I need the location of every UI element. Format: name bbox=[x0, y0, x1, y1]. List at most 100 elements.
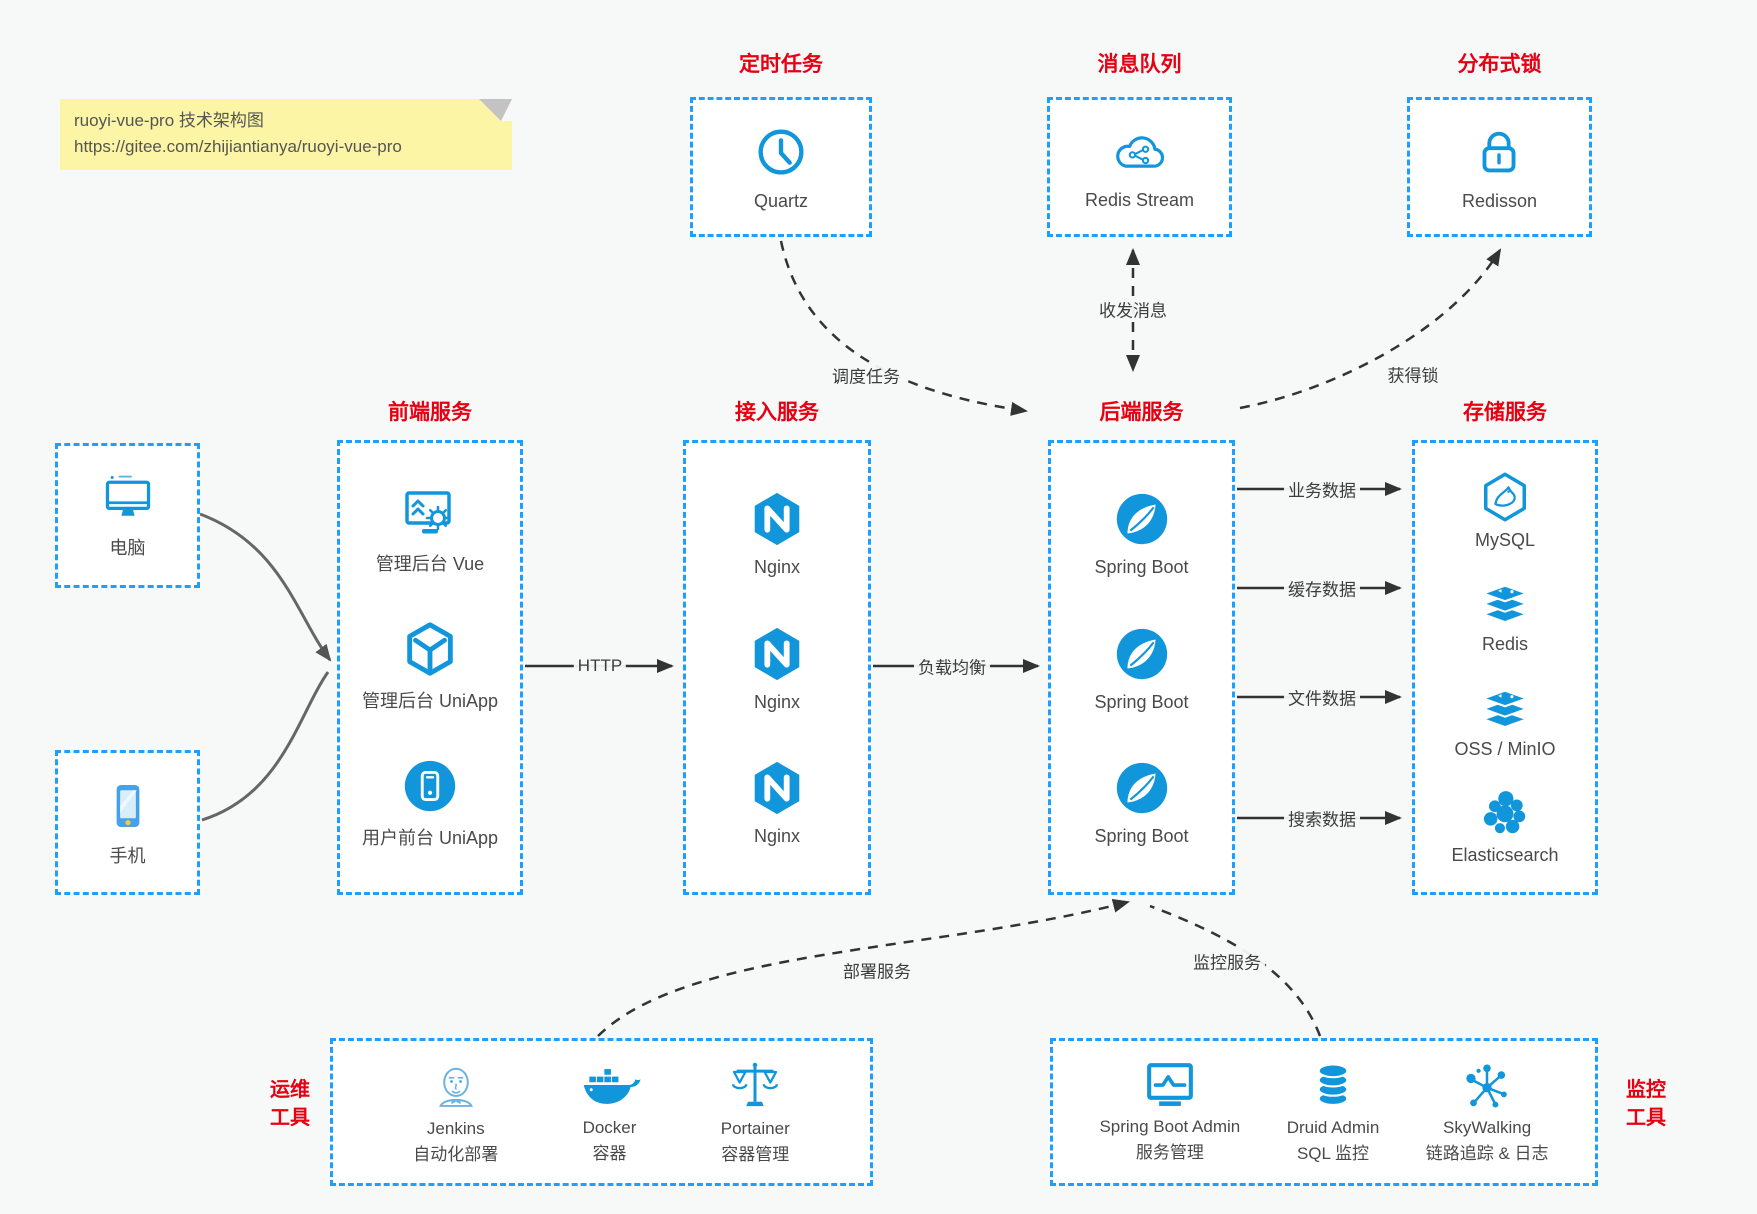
user-app-item: 用户前台 UniApp bbox=[362, 755, 498, 850]
item-label: Redis Stream bbox=[1084, 190, 1195, 210]
cloud-stream-icon bbox=[1116, 136, 1165, 168]
group-title-monitoring: 监控 工具 bbox=[1614, 1076, 1678, 1132]
spring-icon bbox=[1116, 493, 1167, 544]
storage-services-box: MySQL Redis OSS / MinIO bbox=[1412, 440, 1598, 895]
nginx-icon bbox=[754, 627, 800, 680]
scheduler-box: Quartz bbox=[690, 97, 872, 237]
group-title-gateway: 接入服务 bbox=[735, 401, 819, 424]
skywalking-item: SkyWalking 链路追踪 & 日志 bbox=[1426, 1058, 1549, 1166]
docker-item: Docker 容器 bbox=[579, 1058, 641, 1166]
edge-label-biz-data: 业务数据 bbox=[1284, 476, 1360, 502]
quartz-item: Quartz bbox=[750, 122, 812, 212]
edge-label-acquire-lock: 获得锁 bbox=[1383, 361, 1443, 387]
frontend-services-box: 管理后台 Vue 管理后台 UniApp 用户前台 UniApp bbox=[337, 440, 523, 895]
item-label: Spring Boot bbox=[1094, 556, 1189, 577]
oss-minio-item: OSS / MinIO bbox=[1454, 682, 1556, 760]
admin-vue-icon bbox=[405, 491, 451, 534]
item-label: 手机 bbox=[109, 846, 146, 866]
edge-label-deploy: 部署服务 bbox=[839, 957, 915, 983]
tool-name: Jenkins bbox=[426, 1119, 485, 1139]
mq-box: Redis Stream bbox=[1047, 97, 1232, 237]
spring-boot-admin-item: Spring Boot Admin 服务管理 bbox=[1099, 1059, 1240, 1165]
item-label: Quartz bbox=[753, 191, 809, 211]
tool-desc: 自动化部署 bbox=[413, 1145, 499, 1164]
item-label: Nginx bbox=[753, 691, 801, 712]
chart-monitor-icon bbox=[1146, 1063, 1193, 1106]
item-label: Redisson bbox=[1461, 191, 1538, 211]
item-label: Redis bbox=[1481, 634, 1529, 655]
tool-name: SkyWalking bbox=[1443, 1118, 1532, 1138]
item-label: 电脑 bbox=[109, 538, 146, 558]
monitoring-tools-box: Spring Boot Admin 服务管理 Druid Admin SQL 监… bbox=[1050, 1038, 1598, 1186]
item-label: Spring Boot bbox=[1094, 826, 1189, 847]
nginx-item: Nginx bbox=[746, 488, 808, 578]
spring-boot-item: Spring Boot bbox=[1094, 488, 1189, 578]
edge-label-http: HTTP bbox=[573, 656, 627, 676]
ops-title-line2: 工具 bbox=[270, 1107, 310, 1129]
item-label: 管理后台 UniApp bbox=[361, 691, 499, 711]
tool-name: Docker bbox=[582, 1118, 637, 1138]
portainer-item: Portainer 容器管理 bbox=[721, 1057, 790, 1167]
item-label: 用户前台 UniApp bbox=[361, 828, 499, 848]
sticky-note: ruoyi-vue-pro 技术架构图 https://gitee.com/zh… bbox=[60, 99, 512, 170]
item-label: Nginx bbox=[753, 826, 801, 847]
tool-name: Spring Boot Admin bbox=[1099, 1117, 1241, 1137]
pc-item: 电脑 bbox=[98, 471, 158, 560]
spring-icon bbox=[1116, 763, 1167, 814]
spring-icon bbox=[1116, 628, 1167, 679]
tool-desc: SQL 监控 bbox=[1296, 1144, 1370, 1163]
redis-stream-item: Redis Stream bbox=[1085, 123, 1194, 211]
edge-label-cache-data: 缓存数据 bbox=[1284, 575, 1360, 601]
redis-stack-icon bbox=[1482, 689, 1528, 728]
admin-vue-item: 管理后台 Vue bbox=[376, 485, 484, 576]
admin-uniapp-item: 管理后台 UniApp bbox=[362, 618, 498, 713]
user-app-icon bbox=[404, 760, 456, 812]
item-label: Nginx bbox=[753, 556, 801, 577]
smartphone-icon bbox=[116, 785, 139, 827]
item-label: MySQL bbox=[1474, 530, 1535, 551]
group-title-mq: 消息队列 bbox=[1097, 53, 1182, 76]
lock-box: Redisson bbox=[1407, 97, 1592, 237]
nginx-icon bbox=[754, 762, 800, 815]
mysql-item: MySQL bbox=[1475, 469, 1535, 551]
note-title: ruoyi-vue-pro 技术架构图 bbox=[74, 111, 264, 130]
tool-desc: 服务管理 bbox=[1135, 1143, 1204, 1162]
edge-label-search-data: 搜索数据 bbox=[1284, 805, 1360, 831]
jenkins-icon bbox=[438, 1067, 473, 1107]
monitoring-title-line1: 监控 bbox=[1626, 1079, 1666, 1101]
edge-label-load-balance: 负载均衡 bbox=[914, 653, 990, 679]
spring-boot-item: Spring Boot bbox=[1094, 623, 1189, 713]
ops-title-line1: 运维 bbox=[270, 1079, 310, 1101]
group-title-frontend: 前端服务 bbox=[388, 401, 472, 424]
database-icon bbox=[1317, 1063, 1349, 1107]
tool-desc: 容器 bbox=[592, 1144, 627, 1163]
edge-label-monitor: 监控服务 bbox=[1189, 948, 1265, 974]
item-label: 管理后台 Vue bbox=[375, 554, 485, 574]
tool-name: Druid Admin bbox=[1286, 1118, 1380, 1138]
item-label: OSS / MinIO bbox=[1454, 738, 1556, 759]
nginx-icon bbox=[754, 492, 800, 545]
note-url: https://gitee.com/zhijiantianya/ruoyi-vu… bbox=[74, 137, 402, 157]
scales-icon bbox=[732, 1062, 779, 1107]
clock-icon bbox=[758, 129, 804, 175]
topology-icon bbox=[1466, 1064, 1507, 1108]
backend-services-box: Spring Boot Spring Boot Spring Boot bbox=[1048, 440, 1235, 895]
jenkins-item: Jenkins 自动化部署 bbox=[413, 1057, 498, 1167]
mobile-client-box: 手机 bbox=[55, 750, 200, 895]
group-title-scheduler: 定时任务 bbox=[739, 53, 823, 76]
tool-name: Portainer bbox=[720, 1119, 790, 1139]
edge-label-message: 收发消息 bbox=[1095, 296, 1171, 322]
gateway-services-box: Nginx Nginx Nginx bbox=[683, 440, 871, 895]
ops-tools-box: Jenkins 自动化部署 Docker 容器 bbox=[330, 1038, 873, 1186]
edge-label-file-data: 文件数据 bbox=[1284, 684, 1360, 710]
item-label: Elasticsearch bbox=[1451, 844, 1559, 865]
druid-admin-item: Druid Admin SQL 监控 bbox=[1286, 1058, 1380, 1166]
tool-desc: 链路追踪 & 日志 bbox=[1425, 1144, 1549, 1163]
desktop-icon bbox=[105, 475, 150, 516]
group-title-ops: 运维 工具 bbox=[258, 1076, 322, 1132]
redis-stack-icon bbox=[1482, 585, 1528, 624]
redisson-item: Redisson bbox=[1462, 122, 1537, 212]
group-title-storage: 存储服务 bbox=[1463, 401, 1547, 424]
edge-label-schedule: 调度任务 bbox=[828, 362, 904, 388]
tool-desc: 容器管理 bbox=[721, 1145, 790, 1164]
